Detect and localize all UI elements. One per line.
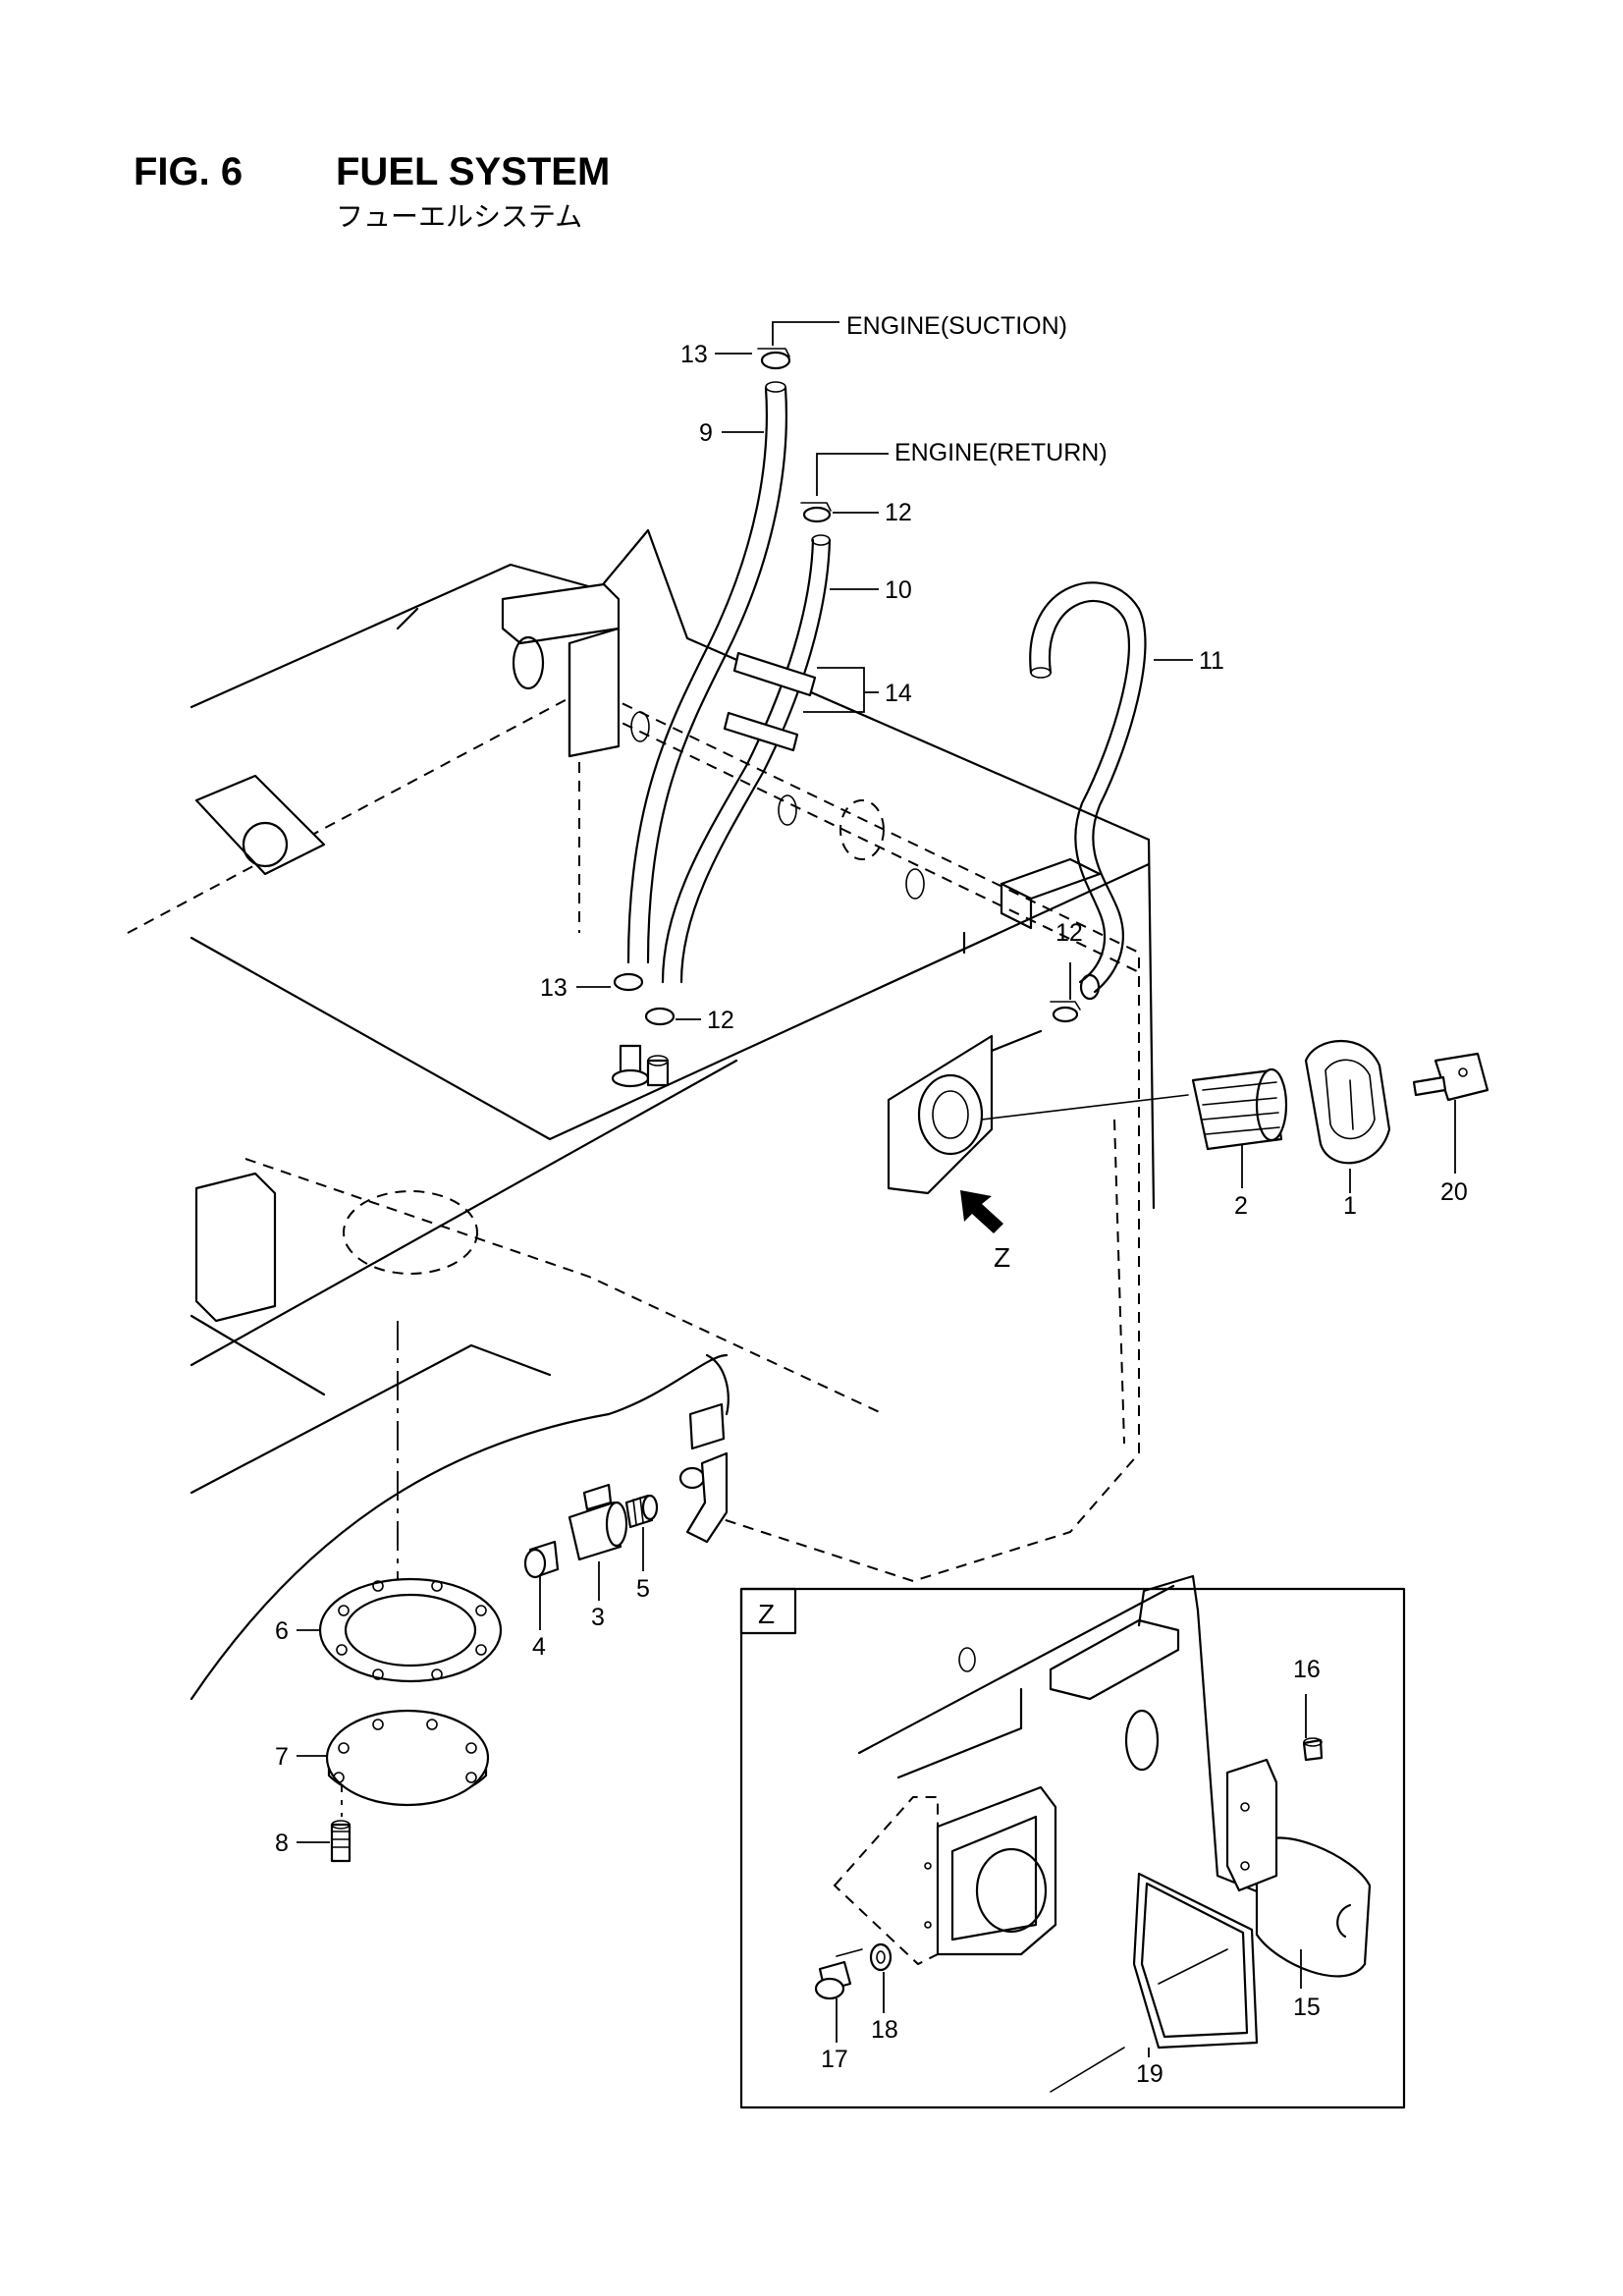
engine-return-label: ENGINE(RETURN) bbox=[894, 439, 1108, 466]
engine-suction-label: ENGINE(SUCTION) bbox=[846, 312, 1067, 340]
filler-neck bbox=[887, 1001, 1189, 1195]
callout-16: 16 bbox=[1293, 1656, 1321, 1683]
figure-subtitle: フューエルシステム bbox=[336, 200, 582, 233]
callout-2: 2 bbox=[1234, 1192, 1248, 1220]
figure-number: FIG. 6 bbox=[134, 150, 243, 193]
fuel-cap-1 bbox=[1304, 1040, 1391, 1165]
callout-19: 19 bbox=[1136, 2060, 1163, 2088]
callout-5: 5 bbox=[636, 1575, 650, 1603]
hose-9 bbox=[626, 381, 788, 964]
callout-17: 17 bbox=[821, 2046, 848, 2073]
hose-10 bbox=[661, 534, 832, 984]
strainer-2 bbox=[1191, 1067, 1288, 1151]
callout-3: 3 bbox=[591, 1604, 605, 1631]
frame-structure bbox=[189, 528, 1156, 1701]
hose-clamp-14 bbox=[723, 651, 817, 752]
callout-20: 20 bbox=[1440, 1178, 1468, 1206]
plug-4 bbox=[523, 1540, 560, 1579]
callout-8: 8 bbox=[275, 1830, 289, 1857]
view-arrow-label: Z bbox=[994, 1242, 1010, 1273]
callout-12-lower: 12 bbox=[707, 1007, 734, 1034]
callout-9: 9 bbox=[699, 419, 713, 447]
callout-13-lower: 13 bbox=[540, 974, 568, 1002]
callout-13-top: 13 bbox=[680, 341, 708, 368]
cover-plate-7 bbox=[325, 1709, 490, 1807]
plug-8 bbox=[330, 1820, 352, 1863]
drain-cock-3 bbox=[568, 1483, 628, 1561]
leader-lines bbox=[297, 321, 1456, 2057]
callout-7: 7 bbox=[275, 1743, 289, 1771]
key-20 bbox=[1412, 1052, 1489, 1102]
inset-label: Z bbox=[758, 1599, 775, 1629]
callout-12-top: 12 bbox=[885, 499, 912, 526]
figure-title: FUEL SYSTEM bbox=[336, 150, 610, 193]
callout-12-right: 12 bbox=[1055, 919, 1083, 947]
lower-fittings bbox=[611, 972, 676, 1088]
callouts: 13 9 12 10 14 11 13 12 12 2 1 20 4 3 5 6… bbox=[275, 341, 1468, 2088]
view-arrow-z: Z bbox=[960, 1190, 1010, 1273]
clamp-13-top bbox=[757, 348, 791, 370]
nipple-5 bbox=[624, 1494, 659, 1529]
hose-11 bbox=[1029, 581, 1147, 1001]
callout-11: 11 bbox=[1199, 647, 1224, 675]
callout-14: 14 bbox=[885, 680, 912, 707]
callout-4: 4 bbox=[532, 1633, 546, 1661]
gasket-6 bbox=[318, 1577, 503, 1683]
callout-1: 1 bbox=[1343, 1192, 1357, 1220]
callout-15: 15 bbox=[1293, 1994, 1321, 2021]
callout-10: 10 bbox=[885, 576, 912, 604]
callout-18: 18 bbox=[871, 2016, 898, 2044]
callout-6: 6 bbox=[275, 1617, 289, 1645]
clamp-12-top bbox=[800, 502, 832, 523]
drain-fitting bbox=[678, 1353, 730, 1544]
inset-view-z: Z bbox=[739, 1574, 1406, 2109]
